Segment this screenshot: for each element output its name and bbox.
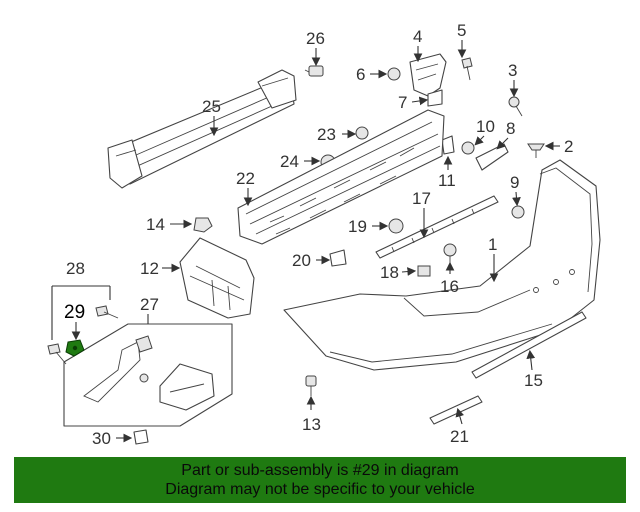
- callout-6: 6: [356, 65, 365, 84]
- part-bumper-cover-1[interactable]: [283, 159, 601, 371]
- leader-lines: [71, 40, 560, 443]
- callout-8: 8: [506, 119, 515, 138]
- part-bracket-8[interactable]: [475, 143, 509, 171]
- info-banner: Part or sub-assembly is #29 in diagram D…: [14, 457, 626, 503]
- callout-27: 27: [140, 295, 159, 314]
- part-reinforcement-beam[interactable]: [107, 69, 297, 189]
- part-clip-29-highlighted[interactable]: [65, 339, 85, 357]
- part-energy-absorber[interactable]: [237, 109, 445, 245]
- part-nut-19[interactable]: [388, 218, 404, 234]
- callout-17: 17: [412, 189, 431, 208]
- callout-29-highlighted: 29: [64, 302, 85, 323]
- banner-line-disclaimer: Diagram may not be specific to your vehi…: [165, 481, 475, 498]
- callout-3: 3: [508, 61, 517, 80]
- callout-21: 21: [450, 427, 469, 446]
- callout-5: 5: [457, 21, 466, 40]
- part-retainer-17[interactable]: [375, 195, 499, 259]
- part-screw-3[interactable]: [508, 96, 523, 117]
- part-clip-30[interactable]: [133, 429, 149, 445]
- part-clip-26[interactable]: [304, 65, 324, 77]
- part-nut-14[interactable]: [193, 217, 213, 233]
- banner-line-part-number: Part or sub-assembly is #29 in diagram: [181, 462, 459, 479]
- part-screws-28[interactable]: [47, 285, 119, 365]
- part-side-bracket-12[interactable]: [179, 237, 255, 319]
- callout-28: 28: [66, 259, 85, 278]
- part-nut-9[interactable]: [511, 205, 525, 219]
- part-lower-strip-21[interactable]: [429, 395, 483, 425]
- callout-16: 16: [440, 277, 459, 296]
- part-clip-16[interactable]: [443, 243, 457, 266]
- part-clip-23[interactable]: [355, 126, 369, 140]
- part-bolt-13[interactable]: [305, 375, 317, 396]
- callout-labels: 26 4 5 6 7 3 25 23 24 10 8 2 11 9 22 17 …: [64, 21, 573, 448]
- part-pad-11[interactable]: [441, 135, 455, 155]
- callout-10: 10: [476, 117, 495, 136]
- callout-23: 23: [317, 125, 336, 144]
- callout-18: 18: [380, 263, 399, 282]
- callout-13: 13: [302, 415, 321, 434]
- callout-11: 11: [438, 171, 456, 190]
- sub-assembly-27-box[interactable]: [63, 323, 233, 427]
- callout-12: 12: [140, 259, 159, 278]
- part-pad-20[interactable]: [329, 249, 347, 267]
- callout-26: 26: [306, 29, 325, 48]
- callout-25: 25: [202, 97, 221, 116]
- callout-9: 9: [510, 173, 519, 192]
- callout-15: 15: [524, 371, 543, 390]
- part-bolt-5[interactable]: [461, 57, 473, 81]
- part-push-clip-2[interactable]: [527, 143, 545, 158]
- callout-22: 22: [236, 169, 255, 188]
- part-clip-10[interactable]: [461, 141, 475, 155]
- callout-20: 20: [292, 251, 311, 270]
- exploded-parts-diagram: 26 4 5 6 7 3 25 23 24 10 8 2 11 9 22 17 …: [47, 21, 601, 448]
- callout-30: 30: [92, 429, 111, 448]
- part-trim-strip-15[interactable]: [471, 311, 587, 379]
- part-bracket-4[interactable]: [409, 53, 447, 97]
- callout-19: 19: [348, 217, 367, 236]
- callout-2: 2: [564, 137, 573, 156]
- callout-7: 7: [398, 93, 407, 112]
- part-screw-18[interactable]: [417, 265, 431, 277]
- callout-14: 14: [146, 215, 165, 234]
- callout-1: 1: [488, 235, 497, 254]
- part-nut-6[interactable]: [387, 67, 401, 81]
- callout-4: 4: [413, 27, 422, 46]
- callout-24: 24: [280, 152, 299, 171]
